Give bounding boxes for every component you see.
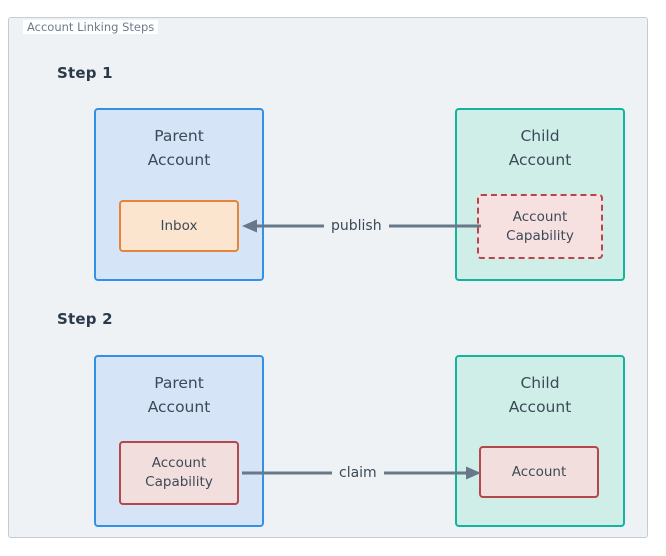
- account-capability-chip-step2: Account Capability: [119, 441, 239, 505]
- inbox-chip: Inbox: [119, 200, 239, 252]
- diagram-frame: Account Linking Steps Step 1 Parent Acco…: [8, 17, 648, 538]
- step-1-label: Step 1: [57, 64, 113, 82]
- child-account-node-step2: Child Account: [455, 355, 625, 527]
- parent-account-title-step2: Parent Account: [147, 374, 211, 416]
- child-account-title-step2: Child Account: [508, 374, 572, 416]
- publish-edge: publish: [242, 213, 481, 239]
- parent-account-node-step1: Parent Account: [94, 108, 264, 281]
- parent-account-title-step1: Parent Account: [147, 127, 211, 169]
- account-chip-step2: Account: [479, 446, 599, 498]
- claim-edge-label: claim: [332, 460, 384, 486]
- child-account-title-step1: Child Account: [508, 127, 572, 169]
- claim-edge: claim: [242, 460, 481, 486]
- account-capability-chip-step1: Account Capability: [477, 194, 603, 259]
- diagram-legend-title: Account Linking Steps: [23, 20, 159, 34]
- step-2-label: Step 2: [57, 310, 113, 328]
- publish-edge-label: publish: [324, 213, 389, 239]
